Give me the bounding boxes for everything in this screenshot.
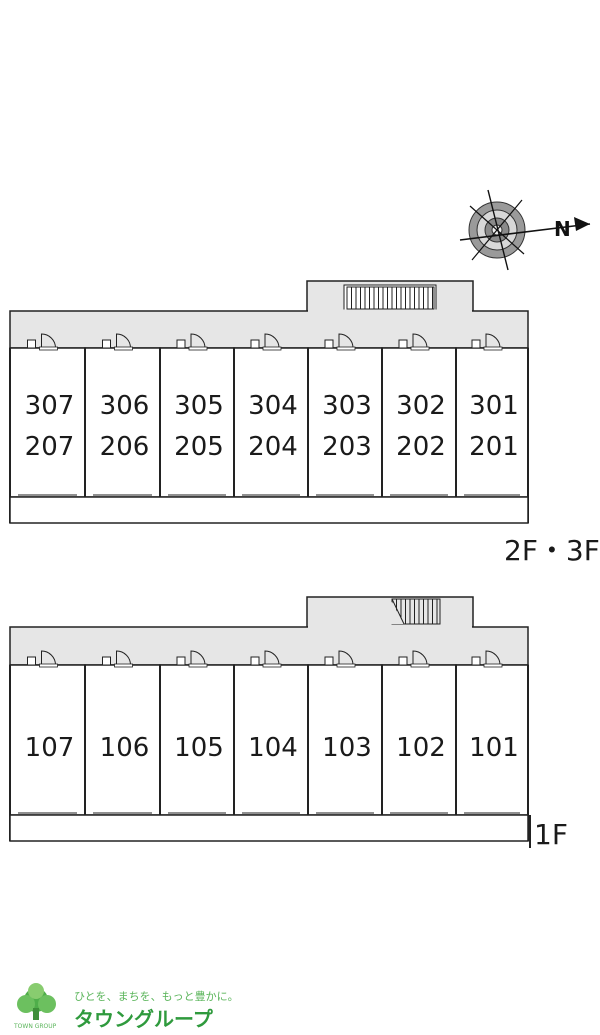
- upper-unit: [159, 347, 235, 498]
- floor-label-lower: 1F: [534, 818, 568, 851]
- lower-unit-number: 107: [25, 733, 75, 763]
- north-label: N: [554, 217, 571, 241]
- lower-unit-number: 104: [248, 733, 298, 763]
- upper-unit: [307, 347, 383, 498]
- upper-unit-number: 207: [25, 432, 75, 462]
- lower-unit-number: 106: [100, 733, 150, 763]
- lower-unit-number: 105: [174, 733, 224, 763]
- staircase-lower: [390, 598, 441, 625]
- upper-unit-number: 304: [248, 391, 298, 421]
- upper-unit-number: 301: [469, 391, 519, 421]
- town-group-logo: [17, 983, 56, 1020]
- upper-unit-number: 303: [322, 391, 372, 421]
- floor-label-upper: 2F・3F: [504, 534, 600, 567]
- brand-name: タウングループ: [74, 1007, 213, 1031]
- brand-tagline: ひとを、まちを、もっと豊かに。: [74, 990, 239, 1003]
- lower-unit-number: 101: [469, 733, 519, 763]
- lower-unit-number: 102: [396, 733, 446, 763]
- upper-unit-number: 203: [322, 432, 372, 462]
- upper-unit-number: 202: [396, 432, 446, 462]
- tree-icon: [17, 983, 56, 1020]
- lower-unit-number: 103: [322, 733, 372, 763]
- upper-unit-number: 206: [100, 432, 150, 462]
- upper-unit-number: 205: [174, 432, 224, 462]
- upper-unit-number: 204: [248, 432, 298, 462]
- upper-unit-number: 201: [469, 432, 519, 462]
- lower-block: 107 106 105 104 103 102 101 1F: [9, 596, 568, 851]
- lower-unit: [9, 664, 86, 816]
- staircase-upper: [346, 286, 435, 310]
- brand-small-label: TOWN GROUP: [14, 1023, 57, 1030]
- compass: N: [459, 189, 591, 271]
- upper-unit-number: 306: [100, 391, 150, 421]
- upper-unit-number: 305: [174, 391, 224, 421]
- upper-unit: [381, 347, 457, 498]
- upper-unit-number: 302: [396, 391, 446, 421]
- upper-block: 307 207 306 206 305 205 304 204 303 203 302 202 301 2…: [9, 280, 600, 567]
- upper-unit-number: 307: [25, 391, 75, 421]
- upper-unit: [233, 347, 309, 498]
- floor-plan: N 30720730620630520530420430320330220230…: [9, 189, 600, 851]
- upper-unit: [455, 347, 529, 498]
- lower-unit: [307, 664, 383, 816]
- upper-unit: [84, 347, 161, 498]
- upper-unit: [9, 347, 86, 498]
